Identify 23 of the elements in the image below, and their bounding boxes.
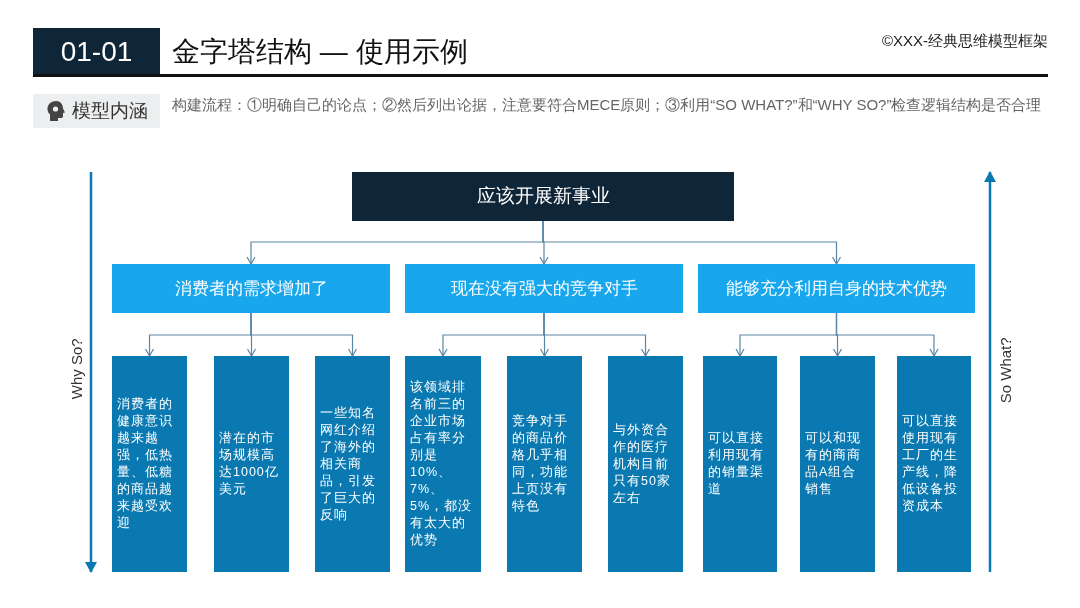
evidence-box: 潜在的市场规模高达1000亿美元 — [214, 356, 289, 572]
evidence-box: 与外资合作的医疗机构目前只有50家左右 — [608, 356, 683, 572]
connector-arrow — [250, 312, 358, 357]
argument-box: 现在没有强大的竞争对手 — [405, 264, 683, 313]
page-title: 金字塔结构 — 使用示例 — [172, 35, 468, 69]
connector-arrow — [543, 312, 651, 357]
description-text: 构建流程：①明确自己的论点；②然后列出论据，注意要符合MECE原则；③利用“SO WHAT?”和“WHY SO?”检查逻辑结构是否合理 — [172, 95, 1043, 115]
tag-text: 模型内涵 — [71, 98, 148, 123]
connector-arrow — [542, 220, 842, 265]
evidence-box: 竞争对手的商品价格几乎相同，功能上页没有特色 — [507, 356, 582, 572]
evidence-box: 可以直接使用现有工厂的生产线，降低设备投资成本 — [897, 356, 971, 572]
connector-arrow — [835, 312, 939, 357]
series-label: ©XXX-经典思维模型框架 — [881, 31, 1048, 51]
axis-label: So What? — [995, 339, 1015, 404]
conclusion-box: 应该开展新事业 — [352, 172, 734, 221]
evidence-box: 该领域排名前三的企业市场占有率分别是10%、7%、5%，都没有太大的优势 — [405, 356, 481, 572]
argument-box: 能够充分利用自身的技术优势 — [698, 264, 975, 313]
evidence-box: 一些知名网红介绍了海外的相关商品，引发了巨大的反响 — [315, 356, 390, 572]
evidence-box: 可以和现有的商商品A组合销售 — [800, 356, 875, 572]
evidence-box: 消费者的健康意识越来越强，低热量、低糖的商品越来越受欢迎 — [112, 356, 187, 572]
section-number-badge: 01-01 — [33, 28, 160, 76]
argument-box: 消费者的需求增加了 — [112, 264, 390, 313]
evidence-box: 可以直接利用现有的销量渠道 — [703, 356, 777, 572]
